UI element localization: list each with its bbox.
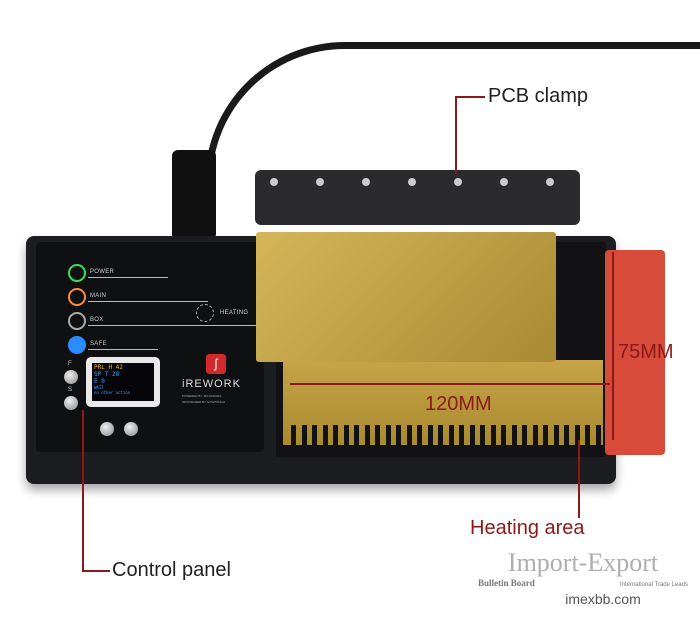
- safe-led-icon: [68, 336, 86, 354]
- lcd-line: no other action: [94, 390, 131, 395]
- screw-icon: [546, 178, 554, 186]
- plate-slot: [354, 425, 359, 445]
- plate-slot: [438, 425, 443, 445]
- plate-slot: [417, 425, 422, 445]
- up-button[interactable]: [100, 422, 114, 436]
- main-led-icon: [68, 288, 86, 306]
- plate-slot: [396, 425, 401, 445]
- watermark: Import-Export Bulletin Board Internation…: [478, 548, 688, 608]
- plate-slot: [427, 425, 433, 445]
- led-label-safe: SAFE: [90, 341, 107, 347]
- led-label-power: POWER: [90, 269, 115, 275]
- width-dimension-label: 120MM: [425, 393, 492, 415]
- brand-sub2: SPONSORED BY GOWTONGH: [182, 400, 226, 404]
- plate-slot: [291, 425, 296, 445]
- plate-slot: [469, 425, 475, 445]
- plate-slot: [501, 425, 506, 445]
- plate-slot: [595, 425, 601, 445]
- plate-slot: [543, 425, 548, 445]
- plate-slot: [553, 425, 559, 445]
- plate-slot: [448, 425, 454, 445]
- led-label-main: MAIN: [90, 293, 107, 299]
- screw-icon: [500, 178, 508, 186]
- control-panel-label: Control panel: [112, 559, 231, 581]
- brand-sub1: POWERED BY JIDI DIANZHI: [182, 394, 222, 398]
- plate-slot: [480, 425, 485, 445]
- plate-slot: [406, 425, 412, 445]
- watermark-subtitle: Bulletin Board: [478, 578, 535, 588]
- s-label: S: [68, 387, 73, 393]
- plate-slot: [574, 425, 580, 445]
- plate-slot: [511, 425, 517, 445]
- lcd-line: WAIT: [94, 385, 104, 390]
- plate-slot: [459, 425, 464, 445]
- plate-slot: [312, 425, 317, 445]
- screw-icon: [454, 178, 462, 186]
- down-button[interactable]: [124, 422, 138, 436]
- divider: [88, 349, 158, 350]
- watermark-title: Import-Export: [507, 548, 659, 577]
- plate-slot: [322, 425, 328, 445]
- box-led-icon: [68, 312, 86, 330]
- heating-area-label: Heating area: [470, 517, 585, 539]
- plate-slot: [364, 425, 370, 445]
- plate-slot: [490, 425, 496, 445]
- screw-icon: [316, 178, 324, 186]
- heating-plate: [283, 360, 603, 445]
- heating-icon: [196, 304, 214, 322]
- power-plug: [172, 150, 216, 240]
- pcb-clamp-bar[interactable]: [255, 170, 580, 225]
- divider: [88, 325, 258, 326]
- plate-slot: [385, 425, 391, 445]
- plate-slot: [522, 425, 527, 445]
- led-label-box: BOX: [90, 317, 104, 323]
- plate-slot: [532, 425, 538, 445]
- divider: [88, 301, 208, 302]
- red-handle[interactable]: [605, 250, 665, 455]
- lcd-line: PRL H 42: [94, 364, 123, 371]
- brand-name: iREWORK: [182, 378, 241, 390]
- plate-slot: [301, 425, 307, 445]
- lcd-display: PRL H 42 SP T 28 E 0 WAIT no other actio…: [92, 363, 154, 401]
- plate-slot: [585, 425, 590, 445]
- plate-slot: [333, 425, 338, 445]
- pcb-clamp-label: PCB clamp: [488, 85, 589, 107]
- lcd-line: SP T 28: [94, 371, 120, 378]
- s-button[interactable]: S: [64, 387, 78, 410]
- screw-icon: [408, 178, 416, 186]
- lcd-line: E 0: [94, 378, 105, 385]
- screw-icon: [362, 178, 370, 186]
- screw-icon: [270, 178, 278, 186]
- f-button[interactable]: F: [64, 361, 78, 384]
- watermark-tagline: International Trade Leads: [619, 582, 688, 588]
- watermark-site: imexbb.com: [565, 591, 641, 607]
- brand-logo-icon: ʃ: [206, 354, 226, 374]
- plate-slot: [375, 425, 380, 445]
- divider: [88, 277, 168, 278]
- plate-slot: [343, 425, 349, 445]
- f-label: F: [68, 361, 72, 367]
- height-dimension-label: 75MM: [618, 341, 674, 363]
- heating-label: HEATING: [220, 310, 249, 316]
- pcb-clamp-plate: [256, 232, 556, 362]
- plate-slot: [564, 425, 569, 445]
- power-led-icon: [68, 264, 86, 282]
- control-panel: POWER MAIN BOX SAFE HEATING ʃ iREWORK PO…: [36, 242, 264, 452]
